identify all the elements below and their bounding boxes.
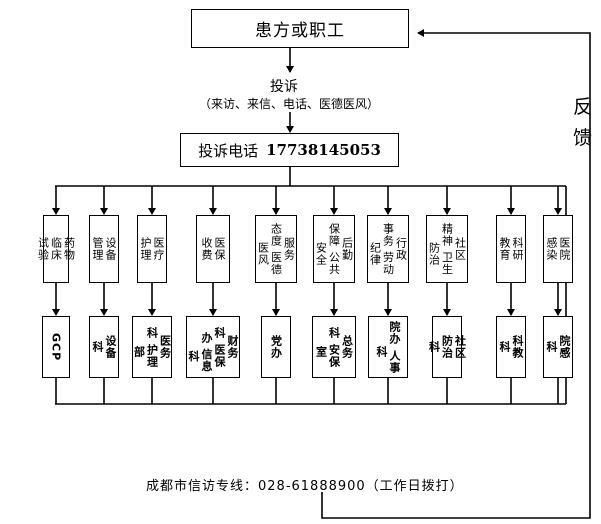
department-label: 社区 防治 科	[427, 335, 467, 359]
department-label: 总务 科 安保 室	[314, 326, 354, 368]
feedback-label-1: 反	[573, 96, 593, 118]
patient-or-staff-label: 患方或职工	[255, 21, 345, 41]
category-box-5: 后勤 保障 公共 安全	[313, 215, 355, 283]
category-box-4: 服务 态度 医德 医风	[255, 215, 297, 283]
category-box-3: 医保 收费	[196, 215, 230, 283]
category-label: 行政 事务 劳动 纪律	[368, 222, 408, 276]
department-label: 党办	[269, 335, 283, 359]
category-label: 医保 收费	[200, 237, 226, 261]
category-box-8: 科研 教育	[496, 215, 526, 283]
department-box-6: 院办 人事 科	[368, 316, 408, 378]
department-box-9: 院感 科	[543, 316, 573, 378]
department-box-2: 医务 科 护理 部	[132, 316, 172, 378]
department-label: 医务 科 护理 部	[132, 326, 172, 368]
category-label: 社区 精神 卫生 防治	[427, 222, 467, 276]
complaint-channels: （来访、来信、电话、医德医风）	[199, 97, 380, 111]
category-label: 科研 教育	[498, 237, 524, 261]
feedback-label-2: 馈	[573, 127, 593, 149]
department-label: 院办 人事 科	[375, 320, 401, 374]
department-label: 设备 科	[91, 335, 117, 359]
department-box-3: 财务 科 医保 办 信息 科	[186, 316, 240, 378]
complaint-hotline-box: 投诉电话 17738145053	[180, 133, 399, 167]
category-box-2: 医疗 护理	[137, 215, 167, 283]
category-label: 设备 管理	[91, 237, 117, 261]
hotline-label: 投诉电话	[198, 141, 259, 160]
category-box-0: 药物 临床 试验	[37, 215, 76, 283]
department-label: 财务 科 医保 办 信息 科	[187, 326, 239, 373]
petition-hotline-footer: 成都市信访专线：028-61888900（工作日拨打）	[146, 479, 464, 494]
department-box-8: 科教 科	[496, 316, 526, 378]
category-label: 服务 态度 医德 医风	[256, 222, 296, 276]
category-label: 后勤 保障 公共 安全	[314, 222, 354, 276]
category-label: 医院 感染	[545, 237, 571, 261]
category-box-1: 设备 管理	[89, 215, 119, 283]
category-box-7: 社区 精神 卫生 防治	[426, 215, 468, 283]
category-box-6: 行政 事务 劳动 纪律	[367, 215, 409, 283]
category-label: 药物 临床 试验	[36, 237, 76, 261]
category-box-9: 医院 感染	[543, 215, 573, 283]
patient-or-staff-box: 患方或职工	[191, 9, 409, 48]
hotline-number: 17738145053	[266, 141, 381, 159]
department-box-5: 总务 科 安保 室	[312, 316, 356, 378]
department-box-1: 设备 科	[89, 316, 119, 378]
department-label: 科教 科	[498, 335, 524, 359]
department-box-7: 社区 防治 科	[428, 316, 467, 378]
complaint-label: 投诉	[270, 79, 298, 95]
department-label: GCP	[49, 332, 63, 362]
category-label: 医疗 护理	[139, 237, 165, 261]
department-label: 院感 科	[545, 335, 571, 359]
department-box-0: GCP	[42, 316, 70, 378]
department-box-4: 党办	[261, 316, 291, 378]
